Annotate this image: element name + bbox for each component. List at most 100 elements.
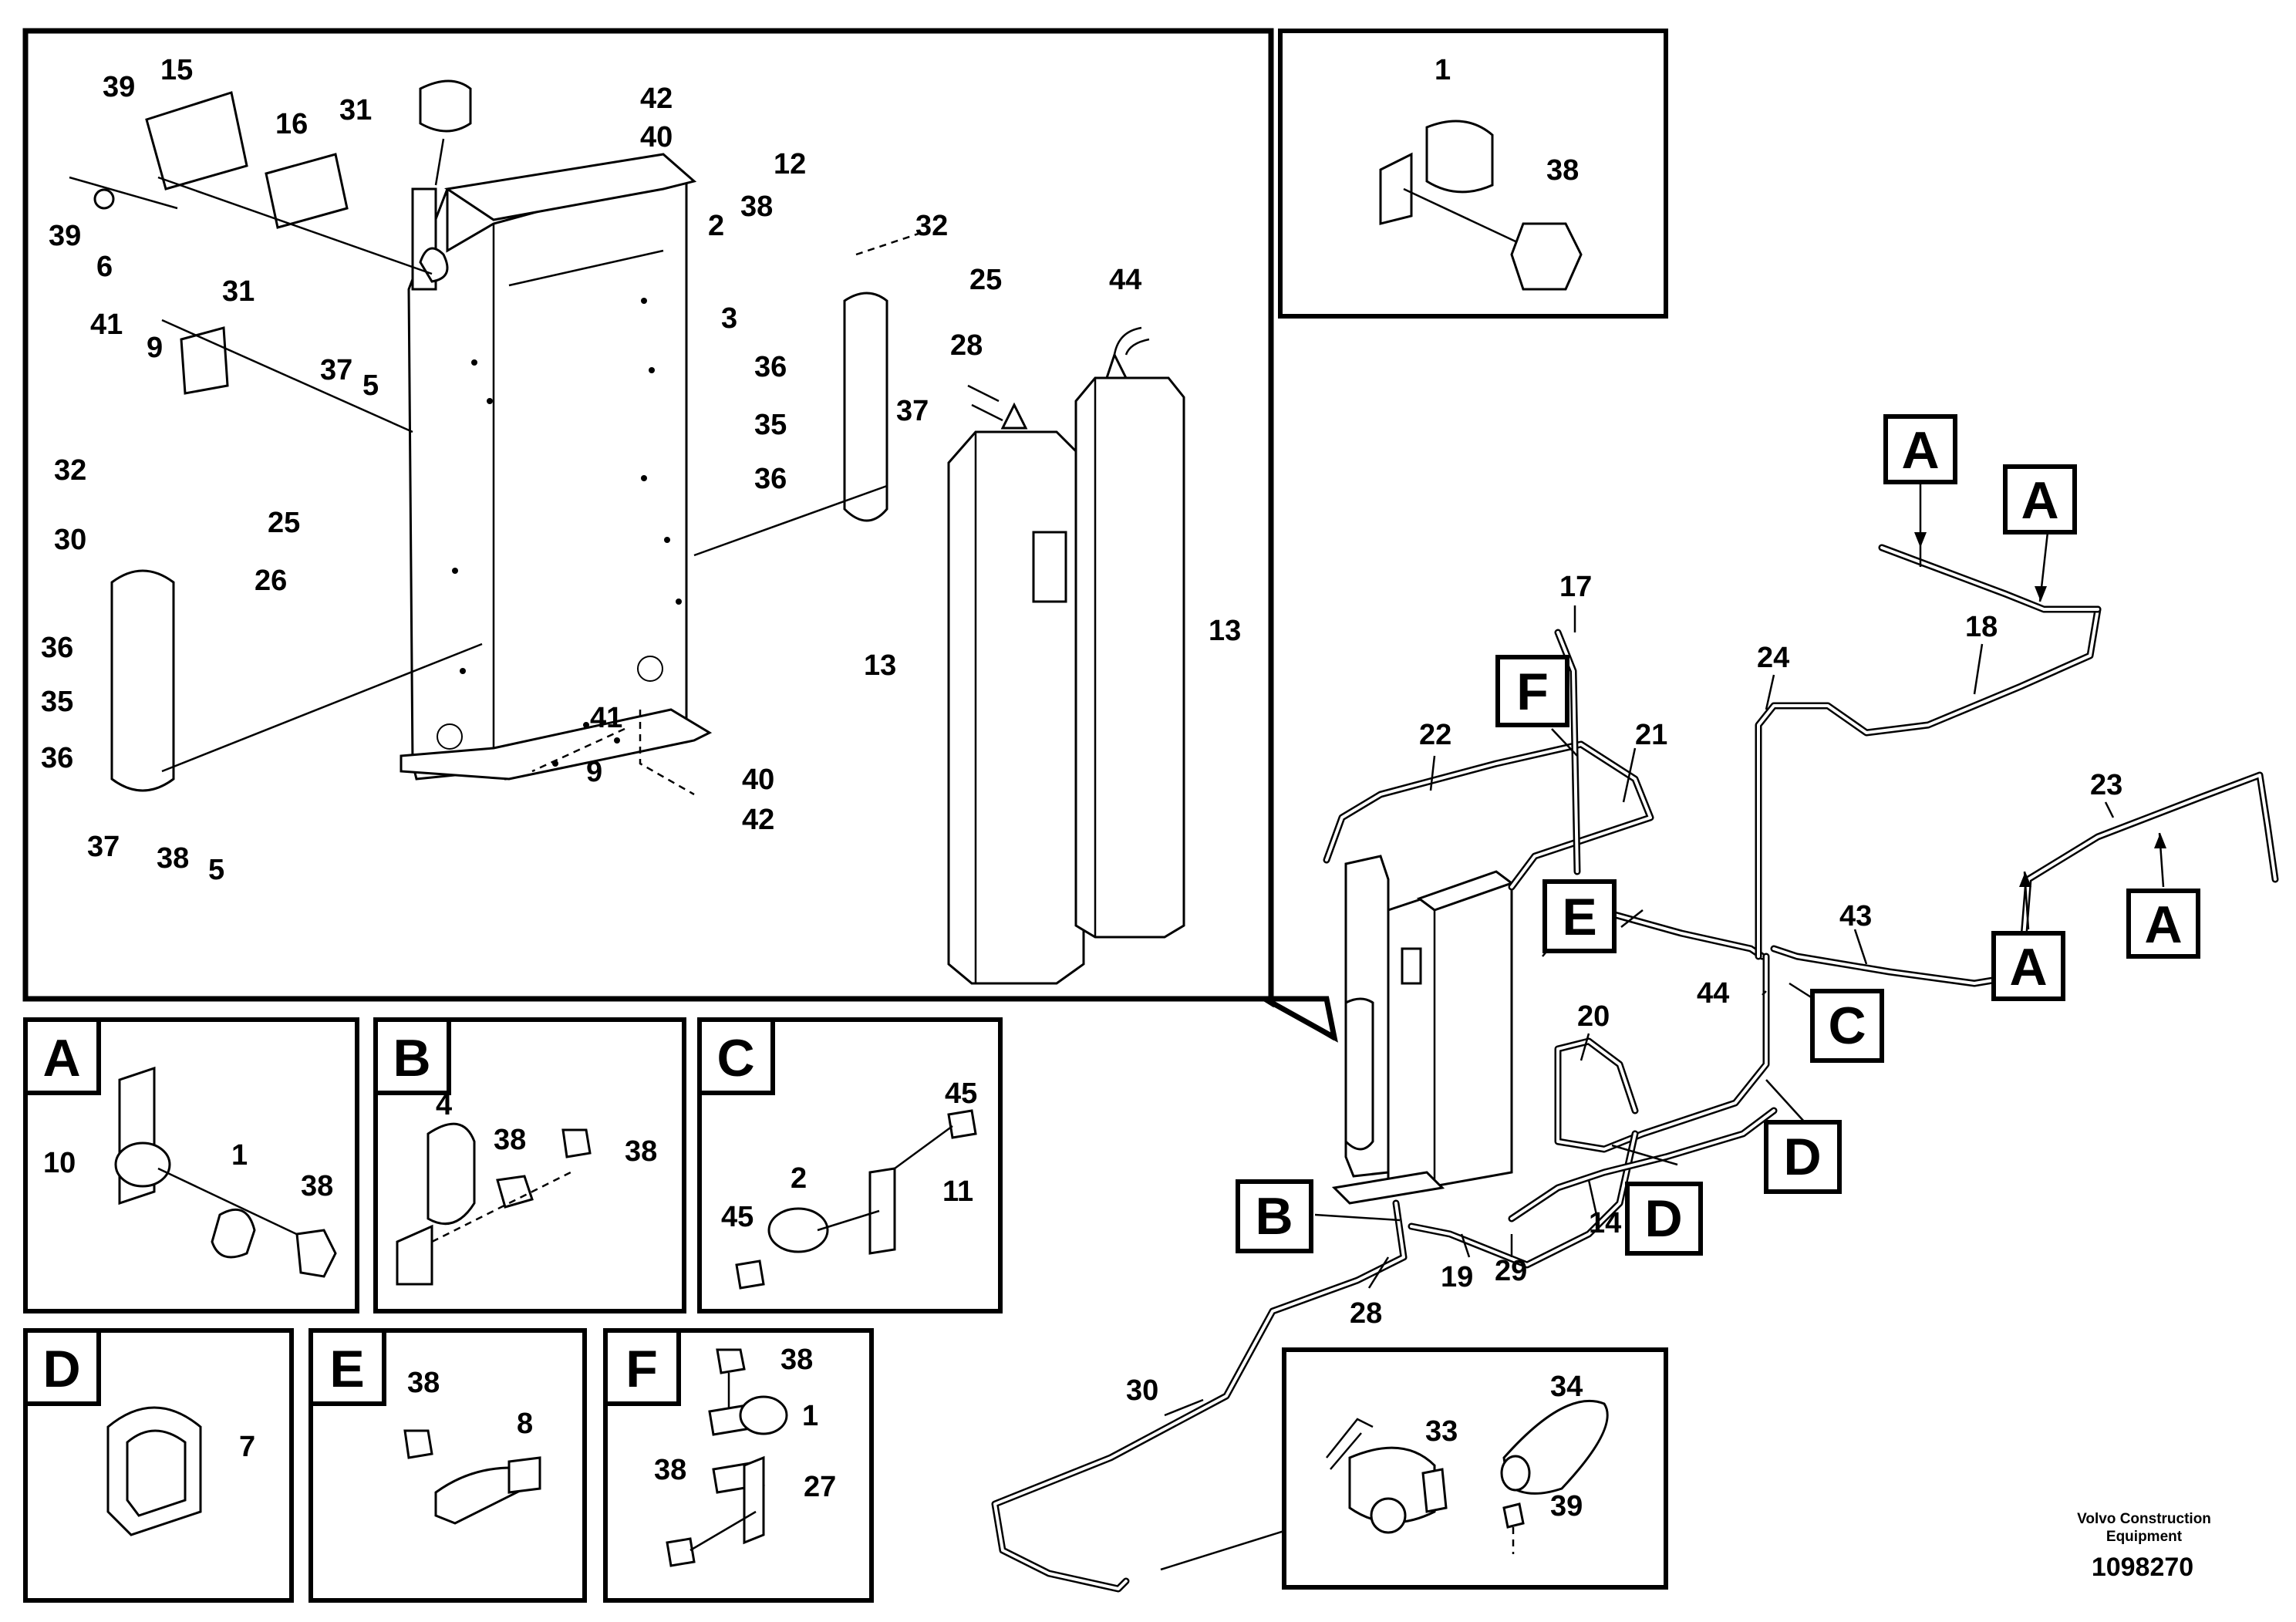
- detail-1-label-38: 38: [1546, 154, 1579, 187]
- label-26: 26: [255, 565, 287, 597]
- callout-A-4: A: [2144, 895, 2182, 954]
- label-39a: 39: [103, 71, 135, 103]
- overview-label-43: 43: [1839, 900, 1872, 932]
- callout-A-1: A: [1901, 421, 1939, 480]
- credit-line-1: Volvo Construction: [2077, 1511, 2211, 1527]
- label-44a: 44: [1109, 264, 1141, 296]
- label-35b: 35: [41, 686, 73, 718]
- label-28a: 28: [950, 329, 983, 362]
- label-32b: 32: [54, 454, 86, 487]
- label-15: 15: [160, 54, 193, 86]
- detail-C-letter: C: [716, 1029, 754, 1088]
- detail-33-label-39: 39: [1550, 1490, 1583, 1523]
- detail-B-letter: B: [393, 1029, 430, 1088]
- main-view-frame: [22, 28, 1338, 1043]
- label-42b: 42: [742, 804, 774, 836]
- label-36b: 36: [754, 463, 787, 495]
- detail-1-panel: 1 38: [1278, 29, 1668, 319]
- detail-F-letter: F: [625, 1340, 658, 1398]
- callout-C-box: [1810, 989, 1884, 1063]
- overview-label-29: 29: [1495, 1255, 1527, 1287]
- detail-B-panel: B 4 38 38: [373, 1017, 686, 1313]
- main-view-pointer-line: [1264, 997, 1335, 1041]
- callout-A-1-box: [1883, 414, 1957, 484]
- label-31a: 31: [339, 94, 372, 126]
- label-25a: 25: [969, 264, 1002, 296]
- overview-label-44: 44: [1697, 977, 1729, 1010]
- overview-label-19: 19: [1441, 1261, 1473, 1293]
- detail-A-tag: [23, 1017, 101, 1095]
- callout-A-2-box: [2003, 464, 2077, 534]
- label-36a: 36: [754, 351, 787, 383]
- label-36d: 36: [41, 742, 73, 774]
- label-41a: 41: [90, 309, 123, 341]
- overview-label-24: 24: [1757, 642, 1789, 674]
- overview-label-17: 17: [1559, 571, 1592, 603]
- detail-C-label-45a: 45: [945, 1077, 977, 1110]
- label-40a: 40: [640, 121, 673, 153]
- overview-label-22: 22: [1419, 719, 1451, 751]
- detail-33-panel: 34 33 39: [1160, 1347, 1668, 1590]
- document-number: 1098270: [2092, 1553, 2193, 1582]
- callout-A-3-box: [1991, 931, 2065, 1001]
- detail-F-label-38b: 38: [654, 1454, 686, 1486]
- credit-line-2: Equipment: [2106, 1529, 2183, 1545]
- credit-block: Volvo Construction Equipment 1098270: [2077, 1511, 2211, 1582]
- label-38a: 38: [740, 191, 773, 223]
- detail-A-label-10: 10: [43, 1147, 76, 1179]
- main-view-panel: 39 15 16 31 42 40 12 38 32 39 6 31 2 25 …: [22, 28, 1338, 1043]
- label-9b: 9: [586, 756, 602, 788]
- label-38b: 38: [157, 842, 189, 875]
- detail-C-panel: C 45 2 11 45: [697, 1017, 1003, 1313]
- main-view-labels: 39 15 16 31 42 40 12 38 32 39 6 31 2 25 …: [41, 54, 1241, 886]
- label-3: 3: [721, 302, 737, 335]
- label-16: 16: [275, 108, 308, 140]
- detail-F-label-1: 1: [802, 1400, 818, 1432]
- label-30a: 30: [54, 524, 86, 556]
- label-40b: 40: [742, 764, 774, 796]
- callout-F: F: [1516, 663, 1549, 721]
- fastener-dash-2: [531, 727, 625, 773]
- detail-B-tag: [373, 1017, 451, 1095]
- overview-callouts: A A F E A A C D B D: [1236, 414, 2200, 1256]
- detail-B-label-38a: 38: [494, 1124, 526, 1156]
- detail-A-letter: A: [42, 1029, 80, 1088]
- overview-label-28: 28: [1350, 1297, 1382, 1330]
- detail-F-label-27: 27: [804, 1471, 836, 1503]
- overview-label-18: 18: [1965, 611, 1998, 643]
- callout-A-2: A: [2021, 471, 2058, 530]
- overview-leaders: [1164, 482, 2165, 1417]
- detail-B-label-4: 4: [436, 1089, 452, 1121]
- overview-tank-unit: [1331, 855, 1515, 1205]
- callout-F-box: [1495, 655, 1569, 727]
- fastener-dash-1: [639, 710, 695, 796]
- callout-B: B: [1255, 1187, 1293, 1246]
- detail-C-tag: [697, 1017, 775, 1095]
- label-39b: 39: [49, 220, 81, 252]
- label-31b: 31: [222, 275, 255, 308]
- detail-C-label-45b: 45: [721, 1201, 754, 1233]
- detail-33-frame: [1282, 1347, 1668, 1590]
- label-9a: 9: [147, 332, 163, 364]
- overview-label-23: 23: [2090, 769, 2122, 801]
- label-35a: 35: [754, 409, 787, 441]
- callout-D-2-box: [1625, 1182, 1703, 1256]
- label-36c: 36: [41, 632, 73, 664]
- callout-B-box: [1236, 1179, 1313, 1253]
- detail-33-label-34: 34: [1550, 1371, 1583, 1403]
- bottle-drawings: [110, 292, 888, 792]
- detail-1-label-1: 1: [1435, 54, 1451, 86]
- callout-D-1-box: [1764, 1120, 1842, 1194]
- detail-A-label-38: 38: [301, 1170, 333, 1202]
- label-13a: 13: [864, 649, 896, 682]
- detail-E-tag: [308, 1328, 386, 1406]
- callout-D-1: D: [1783, 1128, 1821, 1186]
- callout-A-4-box: [2126, 889, 2200, 959]
- callout-E-box: [1542, 879, 1617, 953]
- label-32a: 32: [915, 210, 948, 242]
- callout-A-3: A: [2009, 938, 2047, 996]
- detail-F-label-38a: 38: [781, 1344, 813, 1376]
- label-37c: 37: [87, 831, 120, 863]
- label-41b: 41: [590, 702, 622, 734]
